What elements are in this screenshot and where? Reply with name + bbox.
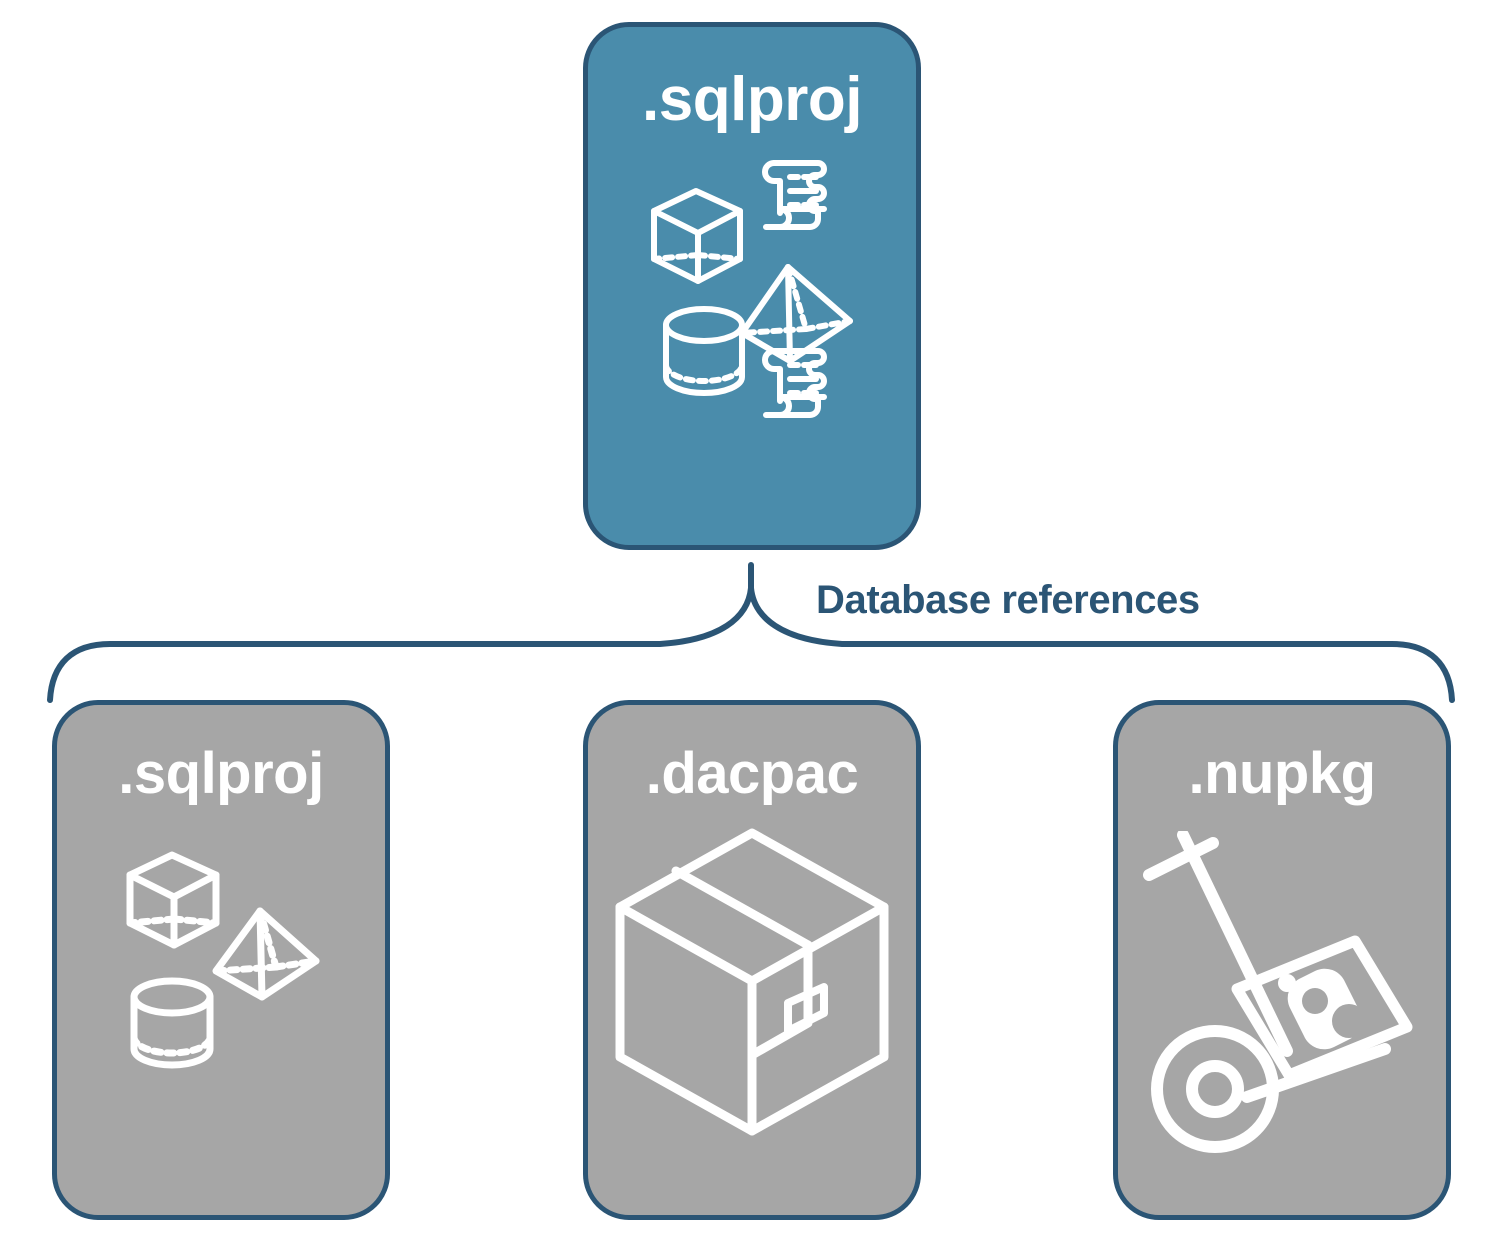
reference-card-label: .dacpac <box>645 741 859 806</box>
database-objects-icon-group <box>651 160 853 418</box>
reference-card-label: .nupkg <box>1188 741 1376 806</box>
cylinder-icon <box>663 306 745 396</box>
scroll-icon <box>762 160 827 230</box>
reference-card-label: .sqlproj <box>118 741 324 806</box>
root-project-label: .sqlproj <box>642 65 862 134</box>
nuget-package-icon <box>1231 935 1413 1081</box>
cube-icon <box>126 851 220 949</box>
connector-label: Database references <box>816 578 1200 622</box>
reference-card-sqlproj[interactable]: .sqlproj <box>52 700 390 1220</box>
package-box-icon <box>615 828 889 1136</box>
scroll-icon <box>762 348 827 418</box>
reference-card-dacpac[interactable]: .dacpac <box>583 700 921 1220</box>
pyramid-icon <box>739 264 853 364</box>
database-objects-icon-group <box>126 851 320 1069</box>
reference-card-nupkg[interactable]: .nupkg <box>1113 700 1451 1220</box>
cylinder-icon <box>130 977 214 1069</box>
connector-brace-left <box>47 585 754 703</box>
cube-icon <box>651 188 743 284</box>
pyramid-icon <box>212 907 320 1001</box>
root-project-card[interactable]: .sqlproj <box>583 22 921 550</box>
hand-truck-icon <box>1143 831 1413 1153</box>
